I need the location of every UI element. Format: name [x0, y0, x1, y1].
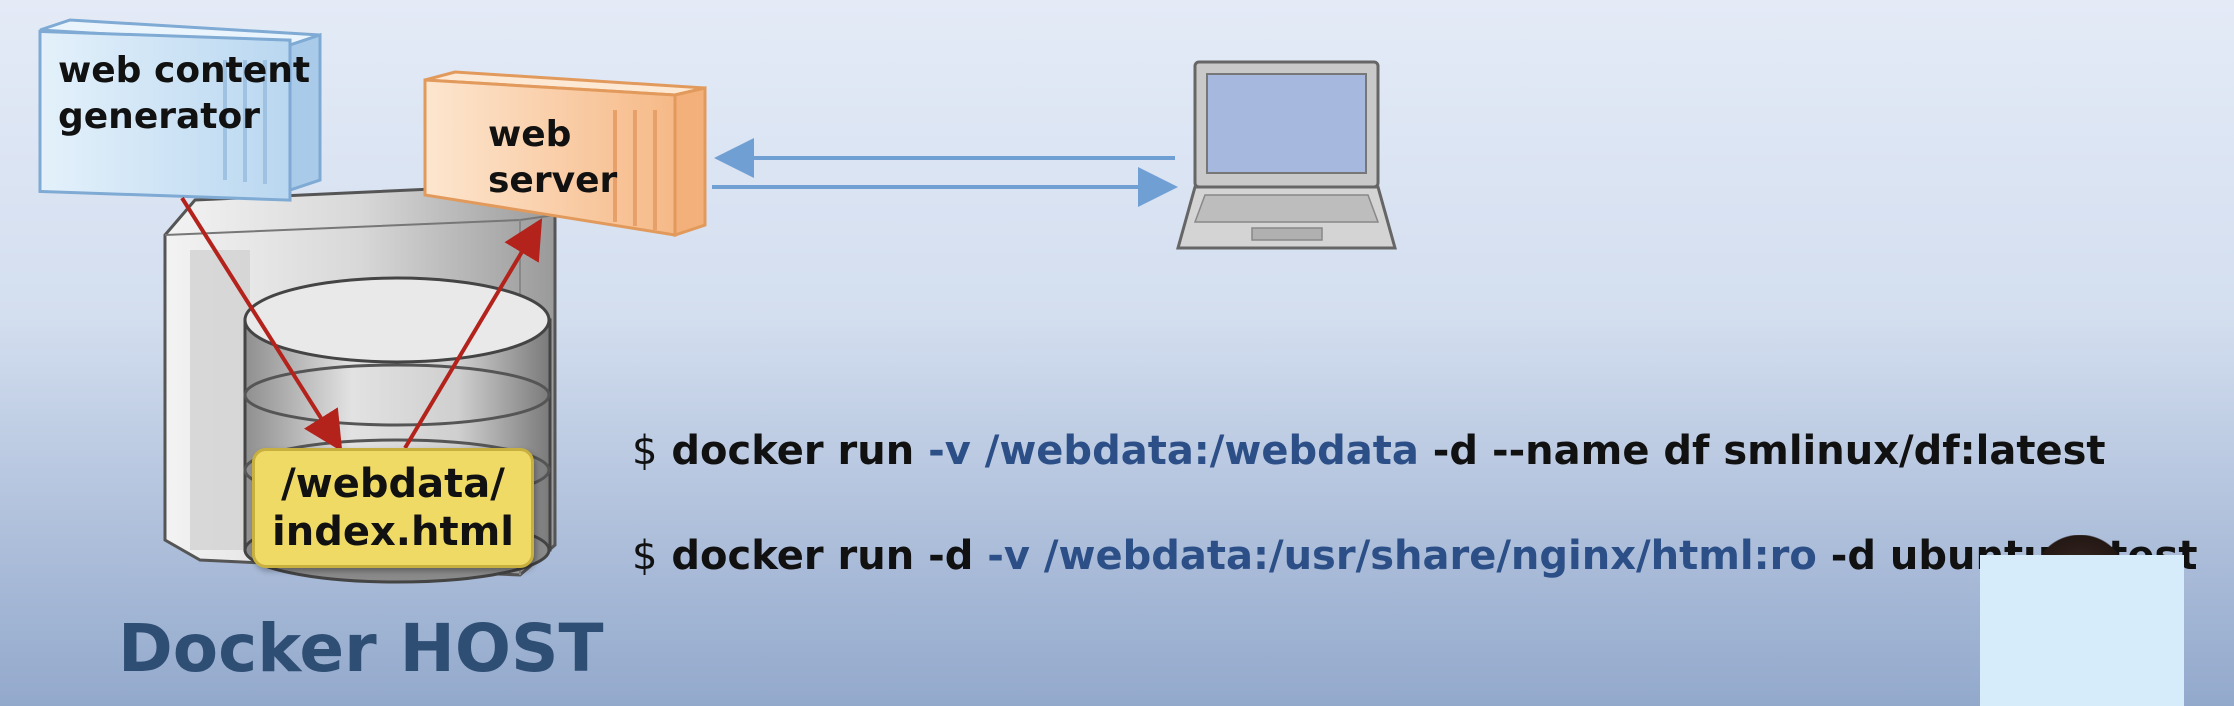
volume-path-line2: index.html [272, 509, 514, 555]
command-part: docker run [671, 428, 929, 474]
volume-flag: -v /webdata:/webdata [928, 428, 1419, 474]
generator-label: web content generator [58, 48, 310, 140]
read-arrow [403, 218, 543, 450]
prompt-symbol: $ [632, 428, 658, 474]
prompt-symbol: $ [632, 533, 658, 579]
command-line-1: $ docker run -v /webdata:/webdata -d --n… [632, 428, 2106, 474]
command-line-2: $ docker run -d -v /webdata:/usr/share/n… [632, 533, 2197, 579]
generator-label-line1: web content [58, 50, 311, 91]
command-part: -d --name df smlinux/df:latest [1418, 428, 2106, 474]
laptop-icon [1176, 60, 1397, 250]
command-part: docker run -d [671, 533, 988, 579]
volume-path-line1: /webdata/ [281, 461, 505, 507]
container-icon [423, 70, 707, 238]
video-overlay-box [1980, 555, 2184, 706]
container-icon [38, 18, 322, 202]
generator-label-line2: generator [58, 96, 260, 137]
volume-flag: -v /webdata:/usr/share/nginx/html:ro [987, 533, 1817, 579]
host-title: Docker HOST [118, 610, 604, 687]
server-label-line2: server [488, 160, 618, 201]
volume-path-label: /webdata/ index.html [252, 448, 534, 568]
write-arrow [180, 196, 343, 452]
server-label: web server [488, 112, 617, 204]
server-label-line1: web [488, 114, 572, 155]
